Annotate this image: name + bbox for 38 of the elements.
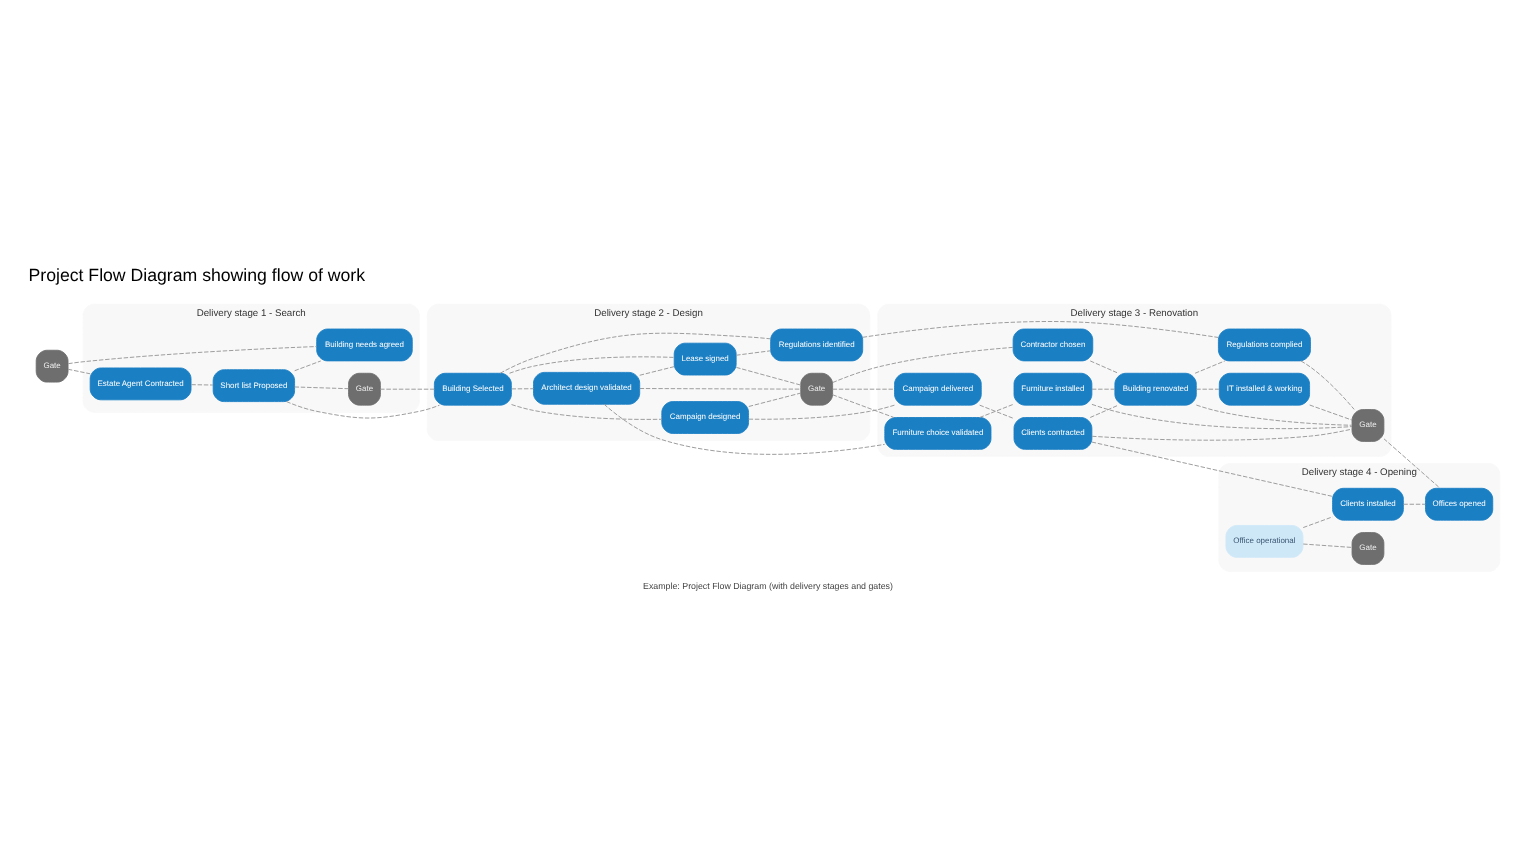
connector	[1194, 359, 1226, 373]
connector	[862, 320, 1219, 337]
connector	[286, 400, 440, 418]
connector	[1300, 359, 1355, 409]
connector	[509, 355, 675, 373]
connector	[1302, 542, 1353, 547]
connector	[603, 402, 886, 454]
connector	[832, 393, 895, 417]
connector	[748, 391, 802, 406]
connector	[748, 403, 895, 419]
connector	[1195, 403, 1353, 425]
connector	[1089, 359, 1119, 373]
connector	[832, 387, 895, 389]
connector	[190, 383, 214, 385]
connector	[511, 403, 663, 419]
connector	[1091, 427, 1353, 440]
connector	[1091, 402, 1353, 429]
connector	[639, 387, 802, 389]
connector	[67, 367, 91, 374]
connector	[735, 349, 771, 355]
connector	[1195, 387, 1220, 389]
connector	[1302, 515, 1333, 528]
connector	[1309, 403, 1353, 420]
connector	[639, 365, 675, 375]
connector	[379, 387, 435, 389]
connector	[1091, 440, 1333, 496]
connector	[1089, 403, 1119, 417]
connector	[294, 385, 349, 389]
connector	[1383, 437, 1441, 488]
connector	[499, 331, 772, 373]
connector	[1402, 502, 1426, 504]
connector	[67, 345, 318, 364]
connector	[1091, 387, 1116, 389]
connector	[511, 387, 534, 389]
connector	[832, 345, 1014, 382]
connector	[735, 365, 802, 385]
connector	[294, 359, 322, 371]
diagram-title: Project Flow Diagram showing flow of work	[28, 264, 366, 285]
